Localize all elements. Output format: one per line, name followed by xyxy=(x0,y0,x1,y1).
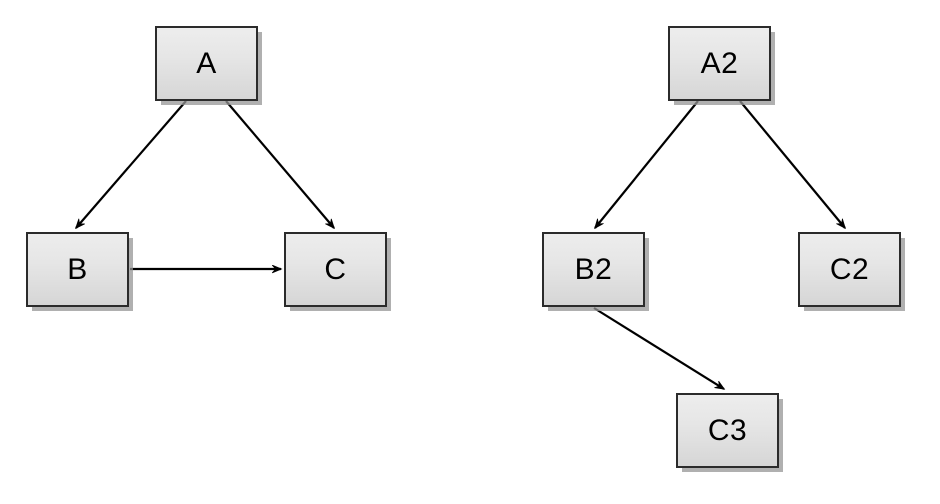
node-a2[interactable]: A2 xyxy=(668,26,771,101)
edge-a-to-b xyxy=(76,100,187,228)
node-c2-label: C2 xyxy=(829,252,870,286)
node-a-label: A xyxy=(196,46,217,80)
node-c3-label: C3 xyxy=(707,413,748,447)
node-c3[interactable]: C3 xyxy=(676,393,779,468)
node-c2[interactable]: C2 xyxy=(798,232,901,307)
edge-a2-to-b2 xyxy=(595,100,699,228)
edge-a-to-c xyxy=(225,100,334,228)
edge-b2-to-c3 xyxy=(593,307,724,390)
node-b-label: B xyxy=(67,252,88,286)
node-b[interactable]: B xyxy=(26,232,129,307)
node-b2-label: B2 xyxy=(574,252,613,286)
node-c-label: C xyxy=(324,252,347,286)
node-c[interactable]: C xyxy=(284,232,387,307)
edge-a2-to-c2 xyxy=(739,100,845,228)
node-b2[interactable]: B2 xyxy=(542,232,645,307)
node-a[interactable]: A xyxy=(155,26,258,101)
node-a2-label: A2 xyxy=(700,46,739,80)
